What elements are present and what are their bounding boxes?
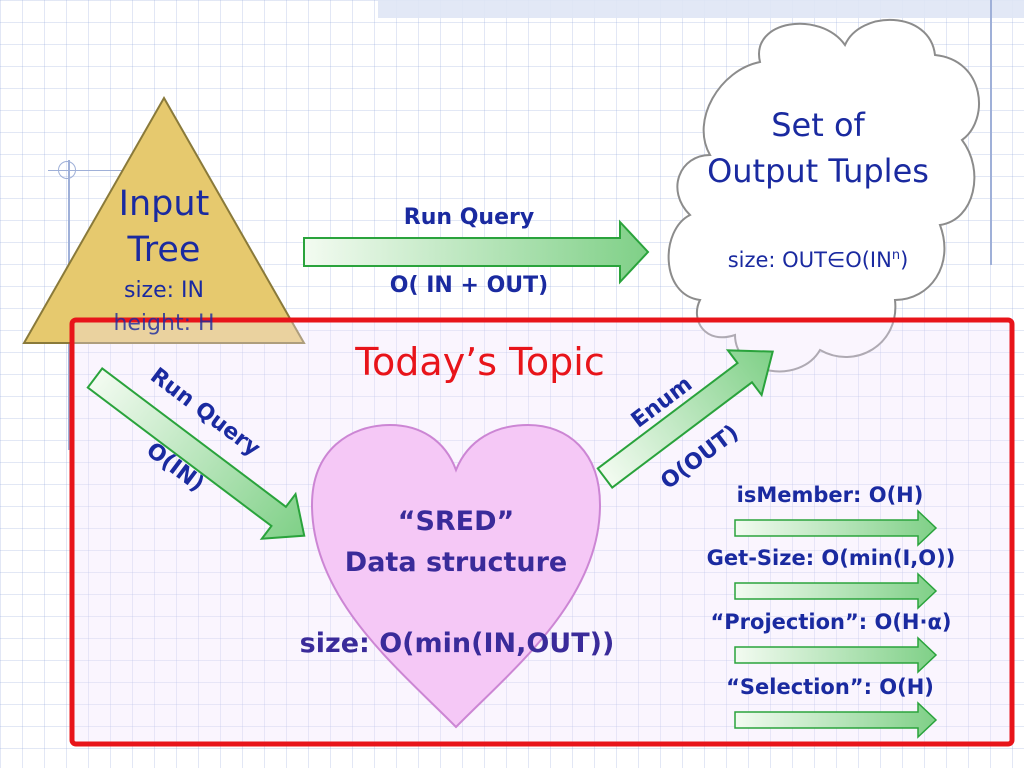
run-query-top-label: Run Query [403,205,535,230]
op-label-2: “Projection”: O(H·α) [710,610,952,634]
run-query-top-complexity: O( IN + OUT) [389,273,549,298]
cloud-size-mid: O(IN [845,248,892,272]
op-label-3: “Selection”: O(H) [726,675,934,699]
tree-label-line1: Input [118,184,210,224]
op-arrow-1 [734,572,938,610]
run-query-diag-arrow [86,367,306,540]
cloud-size-label: size: OUT∈O(INn) [700,248,936,272]
heart-size-label: size: O(min(IN,OUT)) [299,628,615,659]
cloud-size-suffix: ) [900,248,909,272]
op-label-1: Get-Size: O(min(I,O)) [706,546,956,570]
vertical-rule-right [990,0,992,265]
tree-height-label: height: H [113,311,215,336]
output-tuples-cloud [667,18,980,373]
header-band [378,0,1024,18]
cloud-size-superscript: n [891,248,901,263]
op-arrow-0 [734,509,938,547]
input-tree-triangle [22,95,306,344]
enum-arrow [596,349,774,489]
cloud-size-prefix: size: OUT [727,248,827,272]
todays-topic-title: Today’s Topic [355,340,605,384]
op-arrow-3 [734,701,938,739]
tree-size-label: size: IN [123,278,204,303]
tree-label-line2: Tree [127,230,201,270]
heart-label-line1: “SRED” [397,506,515,537]
horizontal-rule-left [48,170,188,171]
element-of-symbol: ∈ [826,248,846,272]
heart-label-line2: Data structure [344,547,568,578]
cloud-label-line1: Set of [771,106,865,144]
run-query-top-arrow [303,219,650,285]
cloud-label-line2: Output Tuples [707,152,929,190]
sred-heart [310,423,602,729]
op-label-0: isMember: O(H) [736,483,924,507]
op-arrow-2 [734,636,938,674]
circle-marker [58,161,76,179]
